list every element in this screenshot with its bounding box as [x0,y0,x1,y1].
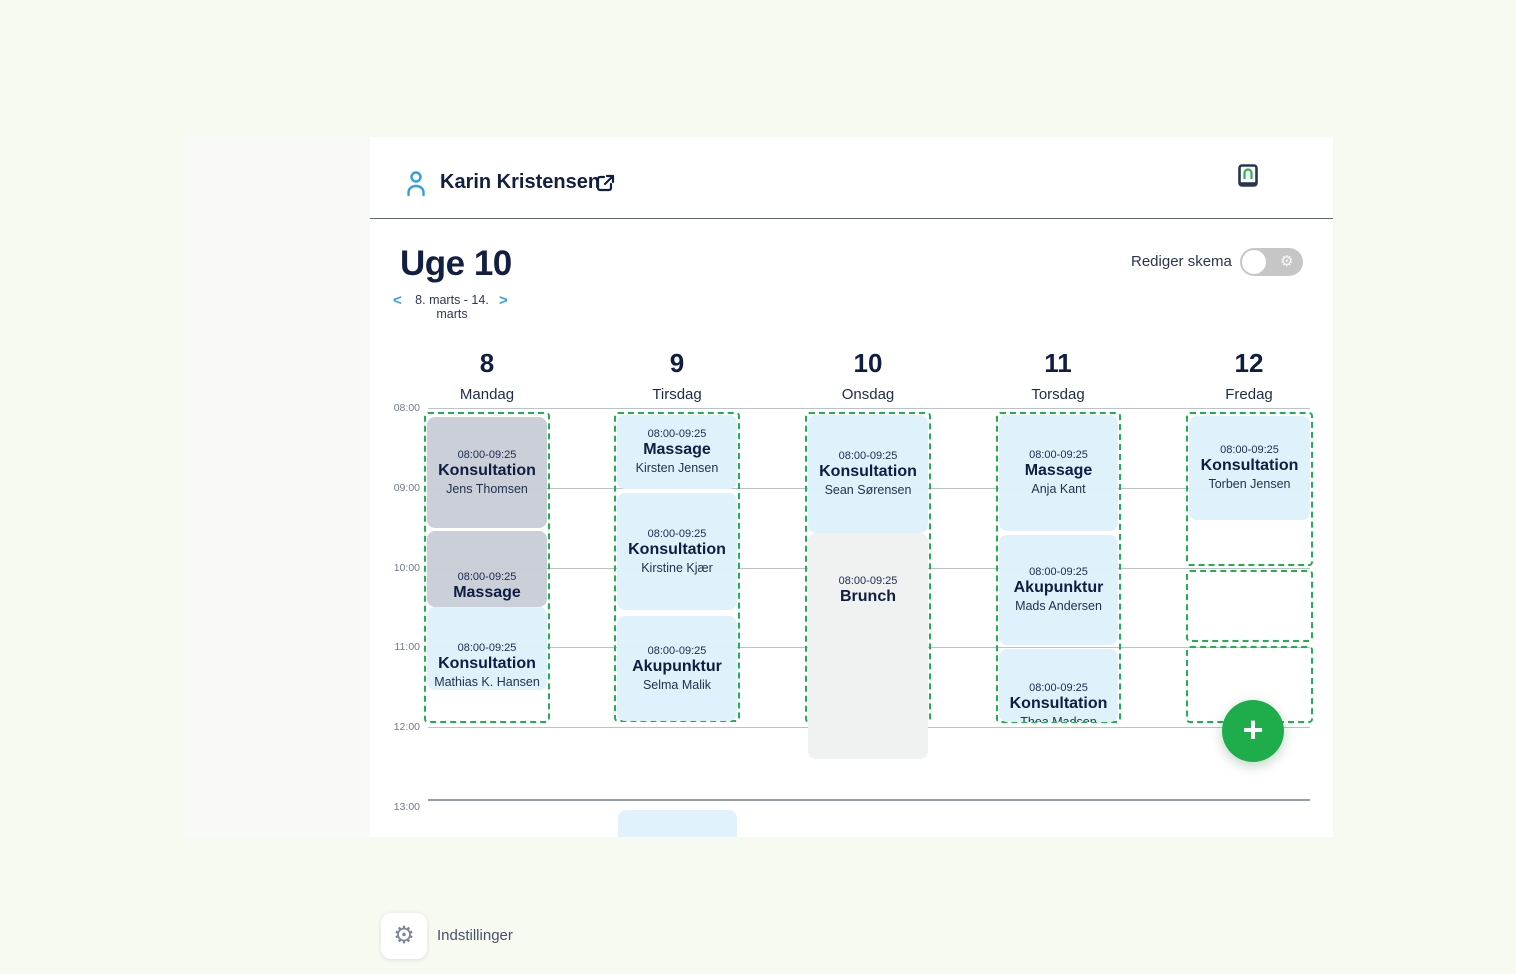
event-card[interactable]: 08:00-09:25 Konsultation Sean Sørensen [808,415,928,533]
week-range: 8. marts - 14. marts [415,293,489,321]
partial-event-card[interactable] [618,810,737,837]
sidebar: nordium Min dag Kalender Klienter Online… [183,137,537,959]
edit-schedule-toggle[interactable]: ⚙ [1240,248,1303,276]
event-card[interactable]: 08:00-09:25 Akupunktur Mads Andersen [999,535,1118,645]
event-client: Kirstine Kjær [641,560,713,575]
time-label: 08:00 [393,402,420,414]
gear-icon: ⚙ [381,913,427,959]
add-appointment-button[interactable]: + [1222,700,1284,762]
event-client: Jens Thomsen [446,481,528,496]
time-label: 10:00 [393,562,420,574]
end-of-day-line [428,799,1310,801]
day-number: 11 [1044,348,1072,378]
event-title: Massage [453,584,521,601]
event-time: 08:00-09:25 [1029,566,1088,578]
gridline [428,408,1310,409]
day-number: 10 [853,348,883,378]
event-title: Massage [1024,462,1093,479]
time-label: 09:00 [393,482,420,494]
event-card[interactable]: 08:00-09:25 Akupunktur Selma Malik [617,616,737,721]
day-name: Mandag [459,386,515,403]
event-time: 08:00-09:25 [1220,444,1279,456]
time-label: 12:00 [393,721,420,733]
event-client: Mads Andersen [1015,599,1102,613]
event-title: Konsultation [1200,457,1299,474]
next-week-button[interactable]: > [499,292,508,309]
event-client: Thea Madsen [1020,715,1097,722]
event-title: Konsultation [438,655,536,672]
edit-schedule-label: Rediger skema [1131,253,1232,270]
event-time: 08:00-09:25 [647,428,707,440]
external-link-icon[interactable] [595,173,616,199]
event-title: Konsultation [819,463,917,480]
event-time: 08:00-09:25 [457,448,517,461]
event-card[interactable]: 08:00-09:25 Massage Anja Kant [999,415,1118,531]
toggle-knob [1242,250,1266,274]
user-profile-name[interactable]: Karin Kristensen [440,171,601,193]
day-name: Torsdag [1031,386,1085,403]
sidebar-item-indstillinger[interactable]: ⚙ Indstillinger [381,913,551,959]
event-title: Konsultation [1009,695,1108,712]
event-title: Konsultation [628,540,726,558]
day-name: Fredag [1225,386,1273,403]
event-title: Akupunktur [632,657,722,675]
day-number: 12 [1234,348,1264,378]
event-card[interactable]: 08:00-09:25 Konsultation Kirstine Kjær [617,493,737,610]
day-number: 9 [669,348,685,378]
day-name: Tirsdag [652,386,702,403]
time-label: 13:00 [393,801,420,813]
schedule-slot-fredag-2[interactable] [1186,570,1313,642]
header-divider [370,218,1333,219]
event-title: Brunch [840,588,896,605]
time-label: 11:00 [394,641,421,653]
event-card[interactable]: 08:00-09:25 Konsultation Mathias K. Hans… [427,607,547,690]
event-card[interactable]: 08:00-09:25 Brunch [808,533,928,759]
event-time: 08:00-09:25 [838,450,898,462]
event-time: 08:00-09:25 [838,575,898,587]
event-time: 08:00-09:25 [647,527,707,540]
prev-week-button[interactable]: < [393,292,402,309]
user-icon [404,170,428,202]
event-client: Mathias K. Hansen [434,675,540,689]
event-client: Torben Jensen [1208,477,1291,491]
event-card[interactable]: 08:00-09:25 Massage Kirsten Jensen [617,415,737,489]
schedule-slot-torsdag[interactable] [996,412,1121,723]
book-icon[interactable] [1238,164,1258,195]
day-number: 8 [479,348,495,378]
event-time: 08:00-09:25 [457,642,517,654]
event-card[interactable]: 08:00-09:25 Massage [427,531,547,607]
event-title: Massage [643,441,711,458]
schedule-slot-tirsdag[interactable] [614,412,740,722]
plus-icon: + [1242,708,1264,750]
event-title: Akupunktur [1013,579,1104,596]
sidebar-item-label: Indstillinger [437,927,513,944]
event-card[interactable]: 08:00-09:25 Konsultation Torben Jensen [1189,416,1310,520]
event-time: 08:00-09:25 [647,644,707,657]
schedule-slot-mandag[interactable] [424,412,550,723]
event-title: Konsultation [438,461,536,479]
event-time: 08:00-09:25 [457,571,517,583]
event-time: 08:00-09:25 [1029,682,1088,694]
event-client: Anja Kant [1031,482,1086,496]
week-title: Uge 10 [400,244,512,283]
day-name: Onsdag [841,386,895,403]
schedule-slot-fredag-1[interactable] [1186,412,1313,566]
event-card[interactable]: 08:00-09:25 Konsultation Jens Thomsen [427,417,547,528]
event-client: Kirsten Jensen [635,461,719,475]
event-client: Selma Malik [642,677,712,692]
event-card[interactable]: 08:00-09:25 Konsultation Thea Madsen [999,649,1118,722]
event-client: Sean Sørensen [824,483,912,497]
toggle-gear-icon: ⚙ [1280,253,1294,270]
event-time: 08:00-09:25 [1029,449,1088,461]
